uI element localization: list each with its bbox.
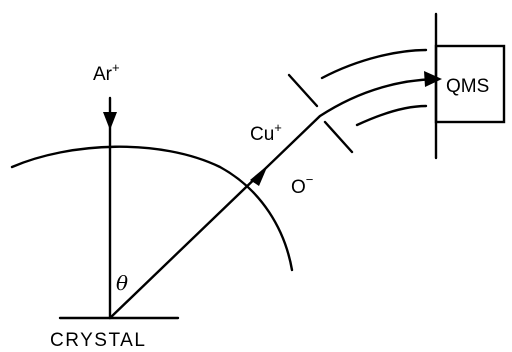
angle-theta-label: θ: [116, 271, 128, 295]
slit-plate-lower: [323, 120, 354, 154]
analyzer-plate-inner: [355, 104, 428, 127]
qms-label: QMS: [446, 76, 489, 97]
crystal-label: CRYSTAL: [50, 330, 146, 351]
o-ion-label: O−: [291, 172, 313, 198]
extraction-arc: [10, 145, 294, 272]
ar-ion-label: Ar+: [93, 60, 120, 85]
incident-beam-arrow: [103, 112, 117, 130]
trajectory-arrow-end: [424, 71, 442, 87]
ion-trajectory: [108, 77, 438, 320]
qms-box: [434, 44, 506, 124]
analyzer-plate-outer: [320, 48, 428, 80]
cu-ion-label: Cu+: [250, 120, 282, 145]
trajectory-arrow-mid: [250, 165, 268, 186]
slit-plate-upper: [287, 73, 319, 108]
